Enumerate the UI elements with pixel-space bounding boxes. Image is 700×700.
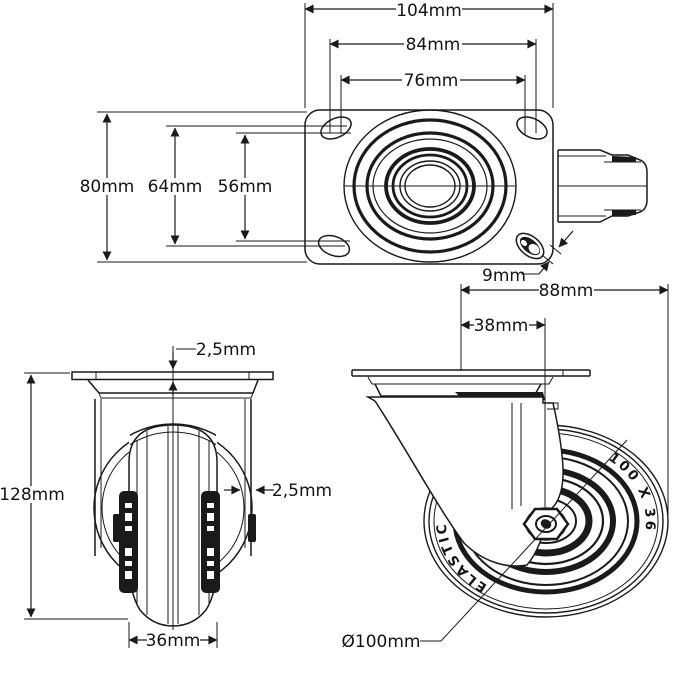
dim-88mm: 88mm	[460, 281, 669, 519]
tread-top-arcs	[130, 423, 216, 446]
wheel-hub-top	[557, 149, 648, 223]
dim-label-80mm: 80mm	[80, 177, 135, 197]
dim-9mm: 9mm	[482, 230, 574, 286]
dim-label-36mm: 36mm	[146, 631, 201, 651]
side-view: ELASTIC 100 X 36	[342, 281, 669, 652]
dim-label-100mm: Ø100mm	[342, 632, 421, 652]
dim-label-56mm: 56mm	[218, 177, 273, 197]
dim-128mm: 128mm	[0, 372, 128, 620]
dim-76mm: 76mm	[340, 71, 526, 134]
axle-nut	[522, 507, 570, 541]
fork-accent-left	[113, 514, 120, 542]
dim-38mm: 38mm	[460, 316, 546, 336]
swivel-raceway-rings	[343, 109, 517, 263]
dim-label-64mm: 64mm	[148, 177, 203, 197]
dim-100mm: Ø100mm	[342, 439, 628, 652]
dim-label-2-5mm-fork: 2,5mm	[272, 481, 332, 501]
side-fork	[365, 396, 564, 567]
dim-label-76mm: 76mm	[404, 71, 459, 91]
dim-2-5mm-fork: 2,5mm	[224, 481, 332, 501]
side-top-plate	[351, 369, 591, 385]
fork-tab	[547, 402, 559, 410]
measured-slot	[515, 232, 545, 260]
dim-80mm: 80mm	[79, 111, 307, 263]
dim-label-38mm: 38mm	[474, 316, 529, 336]
dim-104mm: 104mm	[304, 1, 554, 108]
dim-label-104mm: 104mm	[396, 1, 462, 21]
dim-label-9mm: 9mm	[482, 266, 526, 286]
dim-label-128mm: 128mm	[0, 485, 65, 505]
fork-accent-right	[248, 514, 256, 542]
dim-56mm: 56mm	[218, 132, 351, 242]
dim-2-5mm-plate: 2,5mm	[168, 340, 256, 396]
front-view: 2,5mm 2,5mm 128mm 36mm	[0, 340, 332, 651]
fork-leg-right	[217, 441, 253, 575]
dim-label-88mm: 88mm	[539, 281, 594, 301]
top-view: 104mm 84mm 76mm 80mm	[79, 1, 648, 286]
fork-leg-left	[93, 441, 129, 575]
dim-84mm: 84mm	[329, 35, 537, 133]
sidewall-band-right	[201, 491, 220, 593]
dim-64mm: 64mm	[148, 125, 347, 247]
bolt-slots	[317, 116, 548, 260]
dim-label-84mm: 84mm	[406, 35, 461, 55]
dim-36mm: 36mm	[128, 622, 218, 651]
sidewall-band-left	[119, 491, 138, 593]
front-top-plate	[71, 371, 274, 381]
dim-label-2-5mm-plate: 2,5mm	[196, 340, 256, 360]
